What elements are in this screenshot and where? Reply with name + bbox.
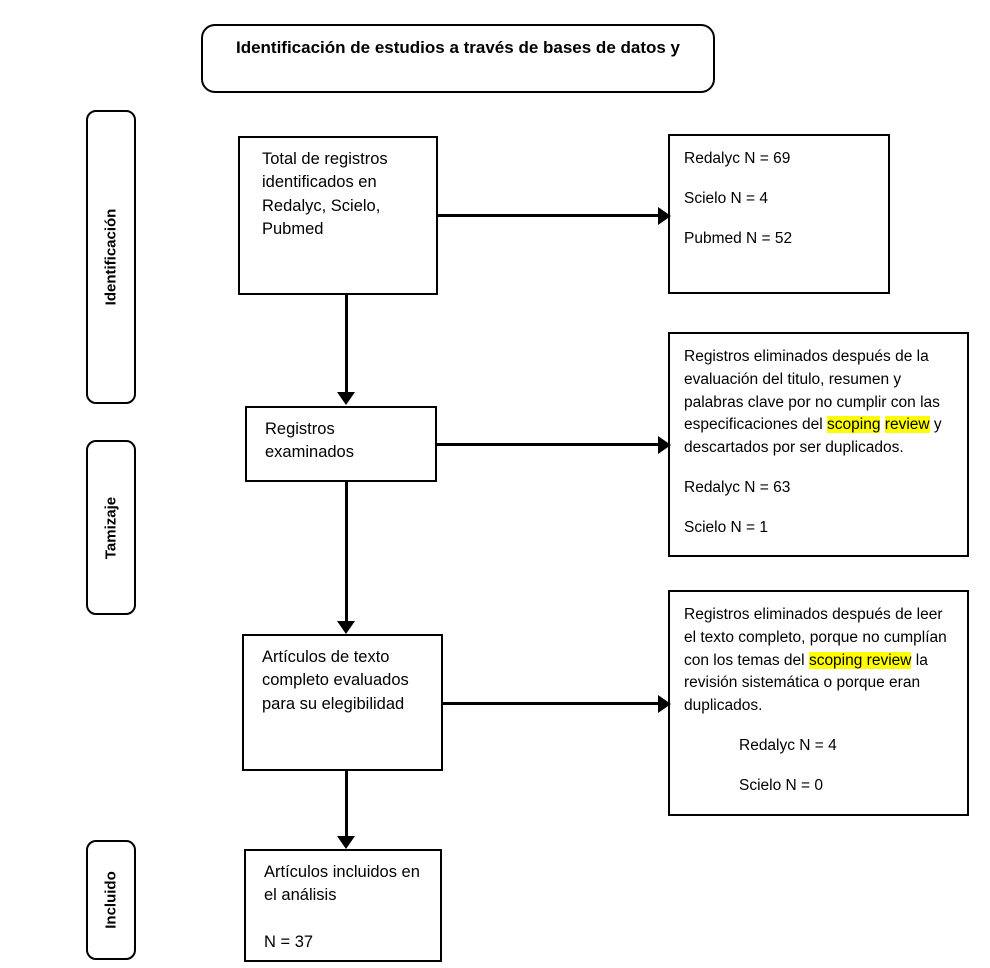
side-box-identified-counts-text: Redalyc N = 69 Scielo N = 4 Pubmed N = 5… bbox=[670, 136, 888, 250]
count-line-pubmed: Pubmed N = 52 bbox=[684, 229, 793, 247]
flow-box-registros-examinados: Registros examinados bbox=[245, 406, 437, 482]
connector-screening-to-excluded bbox=[437, 443, 663, 446]
connector-eligibility-to-included bbox=[345, 771, 348, 839]
flow-box-total-registros-text: Total de registros identificados en Reda… bbox=[262, 150, 388, 239]
screening-excluded-paragraph: Registros eliminados después de la evalu… bbox=[684, 346, 957, 460]
eligibility-count-redalyc: Redalyc N = 4 bbox=[739, 736, 837, 754]
connector-screening-to-excluded-arrowhead bbox=[658, 436, 671, 454]
count-line-redalyc: Redalyc N = 69 bbox=[684, 150, 791, 167]
flow-box-articulos-incluidos: Artículos incluidos en el análisis N = 3… bbox=[244, 849, 442, 962]
screening-count-scielo: Scielo N = 1 bbox=[684, 518, 769, 536]
eligibility-count-scielo: Scielo N = 0 bbox=[739, 776, 824, 794]
side-box-screening-excluded: Registros eliminados después de la evalu… bbox=[668, 332, 969, 557]
stage-box-incluido: Incluido bbox=[86, 840, 136, 960]
connector-eligibility-to-excluded-arrowhead bbox=[658, 695, 671, 713]
stage-label-tamizaje: Tamizaje bbox=[102, 496, 120, 559]
screening-excluded-part1: Registros eliminados después de la evalu… bbox=[684, 348, 940, 434]
connector-eligibility-to-excluded bbox=[443, 702, 663, 705]
eligibility-excluded-highlight: scoping review bbox=[808, 651, 912, 669]
connector-identified-to-screening bbox=[345, 295, 348, 395]
stage-label-identificacion: Identificación bbox=[102, 208, 120, 306]
connector-identified-to-counts bbox=[438, 214, 663, 217]
flow-box-total-registros: Total de registros identificados en Reda… bbox=[238, 136, 438, 295]
diagram-title-text: Identificación de estudios a través de b… bbox=[235, 38, 681, 57]
flow-box-articulos-incluidos-text: Artículos incluidos en el análisis N = 3… bbox=[264, 863, 420, 952]
diagram-title-box: Identificación de estudios a través de b… bbox=[201, 24, 715, 93]
side-box-screening-excluded-text: Registros eliminados después de la evalu… bbox=[670, 334, 967, 539]
stage-label-incluido: Incluido bbox=[102, 871, 120, 929]
stage-box-identificacion: Identificación bbox=[86, 110, 136, 404]
side-box-eligibility-excluded-text: Registros eliminados después de leer el … bbox=[670, 592, 967, 797]
eligibility-excluded-part2: la revisión sistemática o porque eran du… bbox=[684, 651, 928, 715]
flow-box-registros-examinados-text: Registros examinados bbox=[265, 420, 354, 462]
connector-eligibility-to-included-arrowhead bbox=[337, 836, 355, 849]
side-box-eligibility-excluded: Registros eliminados después de leer el … bbox=[668, 590, 969, 816]
screening-excluded-highlight-2: review bbox=[884, 416, 930, 434]
connector-screening-to-eligibility bbox=[345, 482, 348, 624]
screening-excluded-highlight-1: scoping bbox=[827, 416, 881, 434]
screening-excluded-part2: y descartados por ser duplicados. bbox=[684, 416, 942, 457]
flow-box-texto-completo: Artículos de texto completo evaluados pa… bbox=[242, 634, 443, 771]
connector-screening-to-eligibility-arrowhead bbox=[337, 621, 355, 634]
flow-box-texto-completo-text: Artículos de texto completo evaluados pa… bbox=[262, 648, 409, 713]
stage-box-tamizaje: Tamizaje bbox=[86, 440, 136, 615]
connector-identified-to-counts-arrowhead bbox=[658, 207, 671, 225]
eligibility-excluded-paragraph: Registros eliminados después de leer el … bbox=[684, 604, 957, 718]
eligibility-excluded-part1: Registros eliminados después de leer el … bbox=[684, 606, 947, 669]
connector-identified-to-screening-arrowhead bbox=[337, 392, 355, 405]
count-line-scielo: Scielo N = 4 bbox=[684, 189, 769, 207]
side-box-identified-counts: Redalyc N = 69 Scielo N = 4 Pubmed N = 5… bbox=[668, 134, 890, 294]
screening-count-redalyc: Redalyc N = 63 bbox=[684, 478, 791, 496]
